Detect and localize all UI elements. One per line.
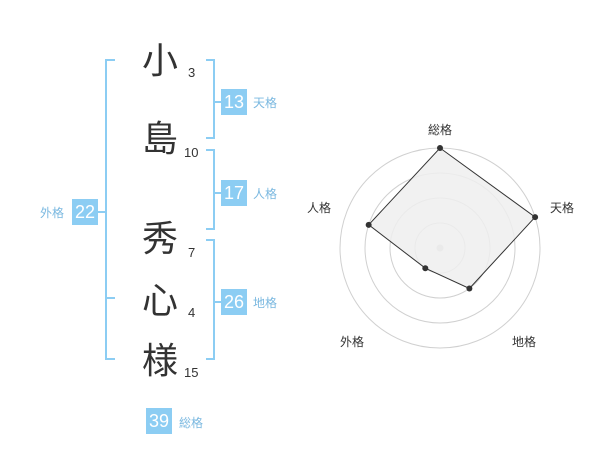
- soukaku-value: 39: [146, 408, 172, 434]
- radar-label-gaikaku: 外格: [340, 335, 365, 349]
- char-5: 様: [142, 341, 179, 382]
- radar-shape: [365, 145, 539, 292]
- char-3: 秀: [142, 219, 179, 260]
- bracket-tenkaku: [206, 59, 215, 139]
- soukaku-label: 総格: [179, 416, 204, 430]
- char-1: 小: [142, 41, 179, 82]
- radar-point-5: [365, 221, 372, 228]
- stroke-count-2: 10: [184, 145, 199, 160]
- chikaku-value: 26: [221, 289, 247, 315]
- brackets: [98, 59, 221, 360]
- bracket-gaikaku: [105, 59, 115, 360]
- tenkaku-label: 天格: [253, 96, 278, 110]
- radar-label-chikaku: 地格: [512, 335, 537, 349]
- stroke-count-4: 4: [188, 305, 196, 320]
- char-4: 心: [142, 281, 179, 322]
- stroke-count-5: 15: [184, 365, 199, 380]
- stroke-count-3: 7: [188, 245, 196, 260]
- gaikaku-label: 外格: [40, 206, 65, 220]
- radar-label-tenkaku: 天格: [550, 201, 575, 215]
- jinkaku-value: 17: [221, 180, 247, 206]
- jinkaku-label: 人格: [253, 187, 278, 201]
- radar-polygon: [367, 147, 536, 290]
- gaikaku-value: 22: [72, 199, 98, 225]
- stroke-count-1: 3: [188, 65, 196, 80]
- radar-label-jinkaku: 人格: [307, 201, 332, 215]
- radar-point-3: [466, 285, 473, 292]
- char-2: 島: [142, 119, 179, 160]
- bracket-chikaku: [206, 239, 215, 360]
- radar-point-4: [422, 265, 429, 272]
- tenkaku-value: 13: [221, 89, 247, 115]
- bracket-jinkaku: [206, 149, 215, 230]
- radar-point-1: [437, 145, 443, 151]
- chikaku-label: 地格: [253, 296, 278, 310]
- radar-chart: [339, 145, 541, 349]
- radar-point-2: [532, 214, 539, 221]
- radar-label-soukaku: 総格: [428, 123, 453, 137]
